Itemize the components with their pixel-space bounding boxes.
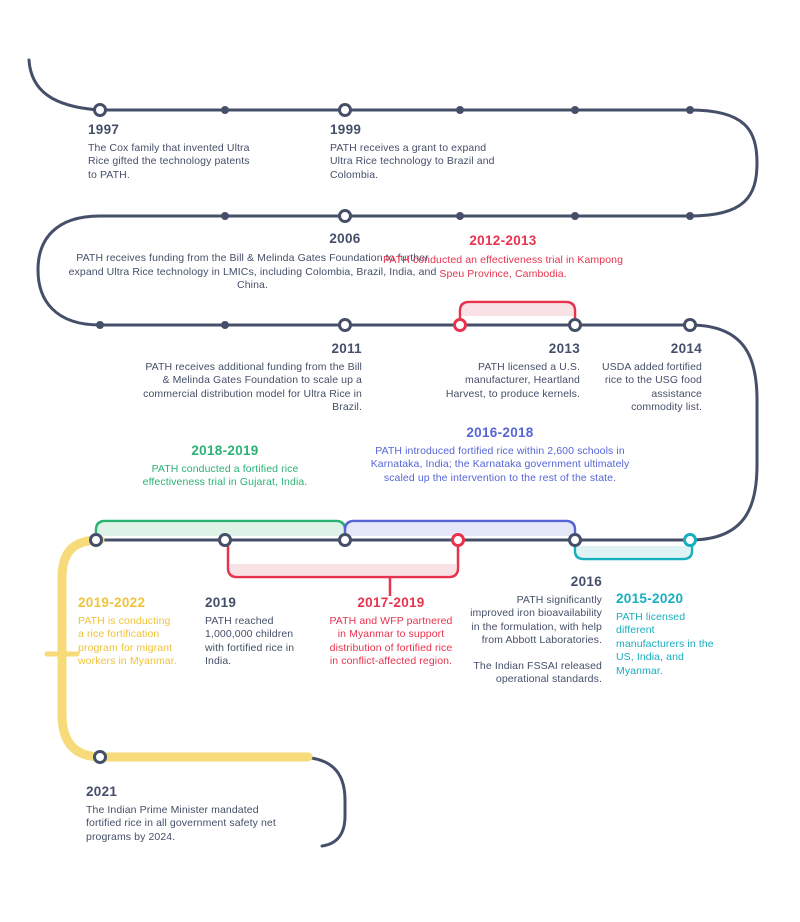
bracket-2012-2013-band (462, 304, 573, 316)
event-2021: 2021 The Indian Prime Minister mandated … (86, 785, 281, 844)
bracket-2017-2019 (226, 541, 460, 579)
event-2006-text: PATH receives funding from the Bill & Me… (60, 252, 445, 293)
event-text: PATH receives additional funding from th… (143, 360, 362, 414)
node-2017-2019 (451, 533, 465, 547)
bracket-2016-2018 (343, 519, 577, 540)
event-2013: 2013 PATH licensed a U.S. manufacturer, … (430, 342, 580, 401)
node-2021 (93, 750, 107, 764)
node-2011 (338, 318, 352, 332)
event-year: 2018-2019 (191, 443, 259, 458)
node-2016 (568, 533, 582, 547)
bracket-2012-2013 (458, 300, 577, 327)
event-1999: 1999 PATH receives a grant to expand Ult… (330, 123, 495, 182)
node-2018-2019 (338, 533, 352, 547)
event-2019-2022: 2019-2022 PATH is conducting a rice fort… (78, 596, 178, 669)
event-text: USDA added fortified rice to the USG foo… (601, 360, 702, 414)
event-2016: 2016 PATH significantly improved iron bi… (470, 575, 602, 687)
event-text: The Cox family that invented Ultra Rice … (88, 141, 250, 181)
event-text: PATH introduced fortified rice within 2,… (370, 444, 630, 484)
event-2016-2018: 2016-2018 PATH introduced fortified rice… (355, 426, 645, 485)
event-2011: 2011 PATH receives additional funding fr… (142, 342, 362, 415)
event-text: PATH receives funding from the Bill & Me… (68, 252, 437, 291)
event-2019: 2019 PATH reached 1,000,000 children wit… (205, 596, 300, 669)
waypoint-dot (221, 321, 229, 329)
waypoint-dot (686, 212, 694, 220)
node-2015-2020 (683, 533, 697, 547)
event-2018-2019: 2018-2019 PATH conducted a fortified ric… (130, 444, 320, 490)
event-text: PATH significantly improved iron bioavai… (470, 593, 602, 647)
event-2012-2013-year: 2012-2013 (443, 234, 563, 253)
node-2013 (568, 318, 582, 332)
event-text: PATH licensed a U.S. manufacturer, Heart… (445, 360, 580, 400)
event-2014: 2014 USDA added fortified rice to the US… (600, 342, 702, 415)
event-year: 1997 (88, 122, 120, 137)
event-year: 2011 (331, 341, 362, 356)
node-2012-2013 (453, 318, 467, 332)
waypoint-dot (96, 321, 104, 329)
event-text: PATH reached 1,000,000 children with for… (205, 614, 295, 668)
waypoint-dot (221, 212, 229, 220)
bracket-2017-2019-band (230, 564, 456, 575)
event-year: 2014 (670, 341, 702, 356)
node-2014 (683, 318, 697, 332)
event-year: 2021 (86, 784, 118, 799)
event-year: 2016-2018 (466, 425, 534, 440)
event-year: 2006 (329, 231, 361, 246)
bracket-2016-2018-band (347, 523, 573, 536)
event-year: 2016 (570, 574, 602, 589)
event-text: PATH and WFP partnered in Myanmar to sup… (329, 614, 453, 668)
node-1997 (93, 103, 107, 117)
event-2012-2013-text: PATH conducted an effectiveness trial in… (383, 254, 623, 281)
node-2019 (218, 533, 232, 547)
highlight-2019-2022-path (57, 535, 313, 762)
node-2006 (338, 209, 352, 223)
event-text: PATH licensed different manufacturers in… (616, 610, 714, 677)
event-text: PATH is conducting a rice fortification … (78, 614, 177, 668)
waypoint-dot (686, 106, 694, 114)
node-1999 (338, 103, 352, 117)
event-year: 2012-2013 (469, 233, 537, 248)
event-text: PATH receives a grant to expand Ultra Ri… (330, 141, 495, 181)
event-text: The Indian Prime Minister mandated forti… (86, 803, 276, 843)
event-year: 1999 (330, 122, 362, 137)
bracket-2015-2020 (573, 540, 694, 561)
waypoint-dot (221, 106, 229, 114)
waypoint-dot (456, 212, 464, 220)
event-year: 2015-2020 (616, 591, 684, 606)
event-text-2: The Indian FSSAI released operational st… (473, 659, 602, 686)
node-2019-2022-start (89, 533, 103, 547)
bracket-2018-2019-band (98, 523, 343, 536)
waypoint-dot (571, 212, 579, 220)
event-2006-year: 2006 (295, 232, 395, 251)
event-year: 2013 (548, 341, 580, 356)
event-text: PATH conducted a fortified rice effectiv… (142, 462, 308, 489)
waypoint-dot (456, 106, 464, 114)
event-year: 2017-2019 (357, 595, 425, 610)
event-year: 2019-2022 (78, 595, 146, 610)
event-1997: 1997 The Cox family that invented Ultra … (88, 123, 258, 182)
event-2015-2020: 2015-2020 PATH licensed different manufa… (616, 592, 724, 678)
event-year: 2019 (205, 595, 237, 610)
waypoint-dot (571, 106, 579, 114)
event-2017-2019: 2017-2019 PATH and WFP partnered in Myan… (328, 596, 454, 669)
event-text: PATH conducted an effectiveness trial in… (383, 254, 624, 280)
bracket-2015-2020-band (577, 546, 690, 557)
